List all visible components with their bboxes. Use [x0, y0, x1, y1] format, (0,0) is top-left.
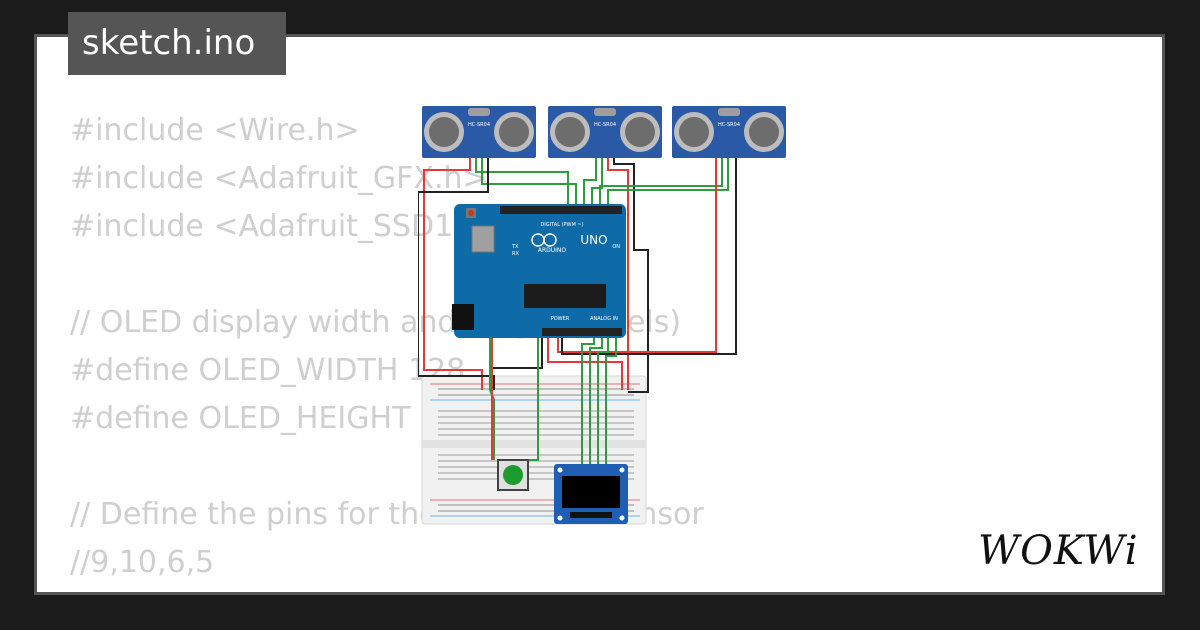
analog-label: ANALOG IN [590, 316, 618, 322]
rx-label: RX [512, 251, 519, 257]
wokwi-logo: WOKWi [978, 528, 1139, 574]
oled-display[interactable] [554, 464, 628, 524]
board-model: UNO [580, 233, 607, 247]
power-label: POWER [551, 316, 570, 322]
ultrasonic-sensor[interactable]: HC-SR04 [422, 106, 536, 158]
digital-label: DIGITAL (PWM ~) [540, 222, 583, 228]
sensor-label: HC-SR04 [594, 122, 616, 128]
sensor-label: HC-SR04 [468, 122, 490, 128]
board-brand: ARDUINO [538, 247, 567, 254]
arduino-uno-board[interactable]: DIGITAL (PWM ~) UNO ARDUINO POWER ANALOG… [452, 204, 626, 338]
code-line: #define OLED_HEIGHT 64 [70, 401, 459, 436]
circuit-diagram: HC-SR04 HC-SR04 HC-SR04 DIGITAL (PWM ~) … [418, 106, 786, 525]
tx-label: TX [511, 244, 519, 250]
code-line: //9,10,6,5 [70, 545, 215, 580]
code-line: #define TRIG_PIN_SIDE_R 9 [70, 587, 704, 592]
wires [418, 156, 737, 468]
ultrasonic-sensor[interactable]: HC-SR04 [548, 106, 662, 158]
sensor-label: HC-SR04 [718, 122, 740, 128]
on-label: ON [612, 244, 620, 250]
ultrasonic-sensor[interactable]: HC-SR04 [672, 106, 786, 158]
code-line: #include <Wire.h> [70, 113, 360, 148]
push-button[interactable] [497, 459, 529, 491]
file-tab[interactable]: sketch.ino [68, 12, 286, 75]
code-line: #include <Adafruit_GFX.h> [70, 161, 488, 196]
